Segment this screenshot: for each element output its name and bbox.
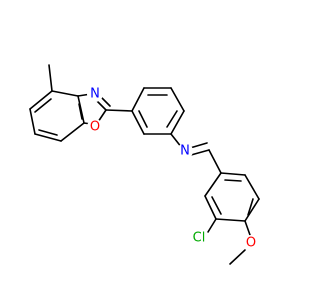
atom-imine-n: N xyxy=(177,143,193,159)
bond-benzo-3 xyxy=(60,122,85,142)
atom-mask-chloro xyxy=(189,228,209,248)
atom-mask-benzoxazole-n xyxy=(87,86,103,102)
atom-benzoxazole-o: O xyxy=(87,119,103,135)
bond-phenyl-inner-3 xyxy=(138,110,148,128)
bond-benzo-inner-2 xyxy=(38,129,58,136)
bond-aryl-inner-2 xyxy=(247,198,254,216)
atom-benzoxazole-n: N xyxy=(87,86,103,102)
atom-label-imine-n: N xyxy=(180,144,190,159)
atom-mask-benzoxazole-o xyxy=(87,119,103,135)
bond-layer xyxy=(29,64,260,265)
molecule-structure-diagram: N O N Cl O xyxy=(29,64,260,265)
atom-mask-methoxy-o xyxy=(243,235,259,251)
atom-label-chloro: Cl xyxy=(193,231,206,246)
atom-label-benzoxazole-n: N xyxy=(90,87,100,102)
bond-aryl-4 xyxy=(244,198,260,222)
bond-aryl-2 xyxy=(204,195,217,220)
bond-aryl-to-methoxy-o xyxy=(244,220,251,236)
bond-aryl-1 xyxy=(204,172,222,197)
bond-benzo-2 xyxy=(77,95,85,124)
bond-methyl xyxy=(48,64,53,92)
bond-imine-double-1 xyxy=(189,142,208,149)
bond-imine-double-2 xyxy=(190,149,210,156)
bond-phenyl-4 xyxy=(170,110,185,135)
bond-phenyl-1 xyxy=(131,87,145,112)
bond-aryl-6 xyxy=(220,172,246,176)
bond-methoxy-o-to-methyl xyxy=(229,249,246,265)
bond-benzo-6 xyxy=(29,90,53,110)
atom-label-layer: N O N Cl O xyxy=(87,86,259,251)
bond-benzo-4 xyxy=(34,133,62,142)
bond-phenyl-6 xyxy=(131,110,145,135)
atom-methoxy-o: O xyxy=(243,235,259,251)
bond-aryl-inner-1 xyxy=(211,196,222,215)
bond-benzo-5 xyxy=(29,108,36,135)
bond-phenyl-inner-2 xyxy=(166,110,178,128)
bond-aryl-3 xyxy=(215,218,246,222)
bond-oxazole-c2-o xyxy=(97,109,107,123)
atom-chloro: Cl xyxy=(189,228,209,248)
bond-benzo-1 xyxy=(51,90,79,97)
bond-benzo-inner-3 xyxy=(34,98,52,113)
bond-phenyl-3 xyxy=(170,87,185,112)
bond-imine-to-aryl xyxy=(208,149,222,174)
bond-aryl-inner-3 xyxy=(224,179,242,182)
atom-mask-imine-n xyxy=(177,143,193,159)
bond-aryl-to-chloro xyxy=(207,218,217,233)
bond-benzoxazole-to-phenyl xyxy=(105,109,133,112)
atom-label-methoxy-o: O xyxy=(246,236,256,251)
bond-benzo-inner-1 xyxy=(78,103,83,120)
bond-aryl-5 xyxy=(244,174,260,200)
atom-label-benzoxazole-o: O xyxy=(90,120,100,135)
